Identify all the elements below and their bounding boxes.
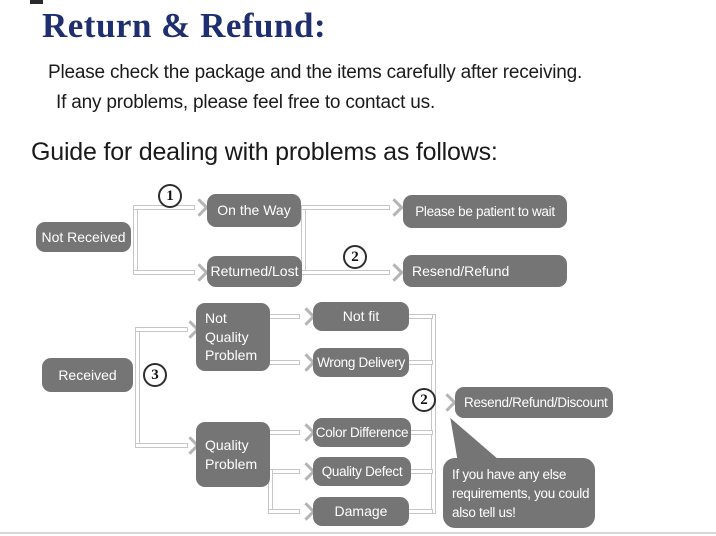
arrow-right-icon bbox=[190, 198, 209, 217]
bubble-line-1: If you have any else bbox=[452, 467, 567, 482]
arrow-right-icon bbox=[385, 263, 404, 282]
node-be-patient: Please be patient to wait bbox=[403, 195, 567, 228]
node-resend-refund-discount: Resend/Refund/Discount bbox=[455, 387, 613, 418]
scan-artifact bbox=[30, 0, 43, 4]
connector-to-quality bbox=[135, 443, 188, 448]
bottom-divider bbox=[0, 532, 716, 534]
step-2-badge: 2 bbox=[343, 245, 367, 269]
connector-to-color-difference bbox=[268, 430, 300, 435]
node-not-fit: Not fit bbox=[313, 302, 409, 331]
connector-from-quality-defect bbox=[410, 469, 433, 474]
node-color-difference: Color Difference bbox=[313, 418, 411, 447]
node-not-received: Not Received bbox=[36, 222, 131, 252]
connector-to-be-patient bbox=[301, 205, 390, 210]
bubble-line-2: requirements, you could bbox=[452, 486, 590, 501]
connector-not-received-bracket bbox=[133, 205, 138, 275]
step-3-badge: 3 bbox=[143, 363, 167, 387]
bubble-line-3: also tell us! bbox=[452, 505, 516, 520]
arrow-right-icon bbox=[385, 198, 404, 217]
arrow-right-icon bbox=[190, 263, 209, 282]
connector-from-not-fit bbox=[408, 314, 433, 319]
speech-bubble-tail bbox=[450, 418, 498, 462]
connector-outcomes-ladder bbox=[431, 314, 436, 514]
step-1-badge: 1 bbox=[158, 184, 182, 208]
guide-heading: Guide for dealing with problems as follo… bbox=[31, 138, 498, 166]
node-quality-problem: Quality Problem bbox=[196, 422, 270, 487]
node-on-the-way: On the Way bbox=[207, 194, 301, 227]
connector-to-wrong-delivery bbox=[268, 360, 300, 365]
intro-line-2: If any problems, please feel free to con… bbox=[56, 92, 436, 113]
node-returned-lost: Returned/Lost bbox=[207, 256, 302, 287]
connector-to-damage bbox=[268, 509, 300, 514]
connector-to-not-quality bbox=[135, 327, 188, 332]
connector-from-damage bbox=[408, 509, 433, 514]
connector-from-wrong-delivery bbox=[408, 360, 433, 365]
arrow-right-icon bbox=[438, 393, 457, 412]
connector-to-resend-refund bbox=[301, 270, 390, 275]
node-not-quality-problem: Not Quality Problem bbox=[196, 303, 270, 371]
node-wrong-delivery: Wrong Delivery bbox=[313, 348, 409, 377]
node-quality-defect: Quality Defect bbox=[313, 457, 411, 486]
connector-from-color-difference bbox=[410, 430, 433, 435]
intro-line-1: Please check the package and the items c… bbox=[48, 62, 583, 83]
node-resend-refund: Resend/Refund bbox=[403, 255, 567, 287]
page-title: Return & Refund: bbox=[42, 6, 327, 45]
connector-to-returned-lost bbox=[133, 270, 195, 275]
speech-bubble: If you have any else requirements, you c… bbox=[443, 458, 595, 528]
connector-to-not-fit bbox=[268, 314, 300, 319]
step-2-badge-bottom: 2 bbox=[412, 388, 436, 412]
node-received: Received bbox=[42, 358, 133, 392]
connector-received-bracket bbox=[135, 327, 140, 448]
node-damage: Damage bbox=[313, 497, 409, 526]
